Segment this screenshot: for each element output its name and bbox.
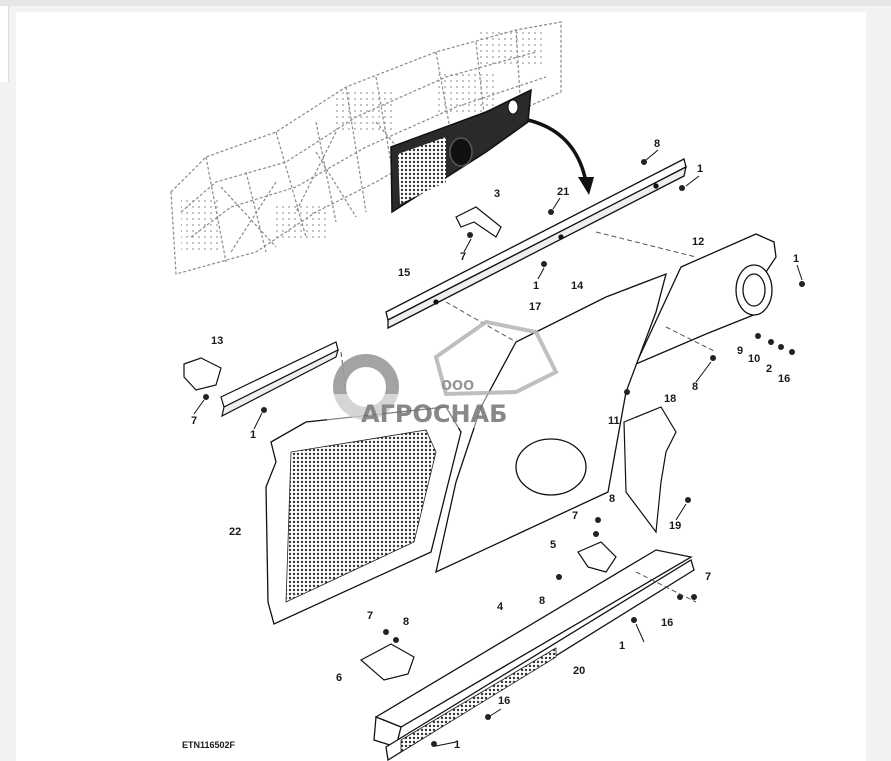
callout-1: 1: [619, 640, 625, 652]
rail-15: [220, 341, 339, 418]
callout-9: 9: [737, 345, 743, 357]
callout-10: 10: [748, 353, 760, 365]
callout-1: 1: [697, 163, 703, 175]
callout-7: 7: [705, 571, 711, 583]
callout-7: 7: [367, 610, 373, 622]
callout-labels: 8 1 3 21 7 1 12 1 15 14 17 9 10 2 16 8 1…: [191, 138, 799, 751]
callout-14: 14: [571, 280, 584, 292]
callout-19: 19: [669, 520, 681, 532]
callout-1: 1: [793, 253, 799, 265]
callout-6: 6: [336, 672, 342, 684]
watermark-logo: ООО АГРОСНАБ: [327, 319, 567, 428]
callout-12: 12: [692, 236, 704, 248]
plate-12: [634, 233, 777, 366]
callout-5: 5: [550, 539, 556, 551]
callout-18: 18: [664, 393, 676, 405]
callout-8: 8: [539, 595, 545, 607]
callout-21: 21: [557, 186, 569, 198]
callout-leaders: [193, 149, 803, 747]
parts-diagram: ООО АГРОСНАБ 8 1 3 21 7 1 12 1 15 14 17 …: [170, 21, 805, 761]
callout-1: 1: [454, 739, 460, 751]
curved-arrow: [527, 118, 594, 195]
callout-17: 17: [529, 301, 541, 313]
diagram-canvas: ООО АГРОСНАБ 8 1 3 21 7 1 12 1 15 14 17 …: [16, 12, 866, 761]
bracket-13: [183, 357, 222, 391]
machine-outline: [170, 21, 562, 275]
top-rail: [385, 158, 687, 330]
callout-4: 4: [497, 601, 504, 613]
watermark-company-name: АГРОСНАБ: [361, 400, 507, 428]
callout-8: 8: [403, 616, 409, 628]
callout-8: 8: [654, 138, 660, 150]
callout-15: 15: [398, 267, 410, 279]
watermark-prefix: ООО: [441, 379, 474, 394]
callout-2: 2: [766, 363, 772, 375]
callout-16: 16: [661, 617, 673, 629]
callout-7: 7: [191, 415, 197, 427]
lower-rail-4: [373, 549, 693, 748]
callout-1: 1: [250, 429, 256, 441]
callout-11: 11: [608, 415, 620, 427]
bracket-3: [455, 206, 502, 238]
lower-rail-20: [385, 559, 695, 761]
left-edge-panel: [0, 6, 9, 82]
callout-22: 22: [229, 526, 241, 538]
part-18: [623, 406, 677, 534]
mesh-panel-22: [265, 406, 462, 625]
callout-16: 16: [498, 695, 510, 707]
callout-3: 3: [494, 188, 500, 200]
panel-14: [435, 272, 667, 574]
callout-8: 8: [692, 381, 698, 393]
callout-20: 20: [573, 665, 585, 677]
figure-code: ETN116502F: [182, 740, 236, 750]
fasteners: [203, 159, 805, 747]
callout-13: 13: [211, 335, 223, 347]
top-bar: [0, 0, 891, 6]
callout-8: 8: [609, 493, 615, 505]
callout-7: 7: [572, 510, 578, 522]
bracket-6: [359, 643, 415, 681]
callout-16: 16: [778, 373, 790, 385]
callout-1: 1: [533, 280, 539, 292]
bracket-5: [577, 541, 617, 573]
callout-7: 7: [460, 251, 466, 263]
highlighted-side-panel: [390, 88, 532, 214]
